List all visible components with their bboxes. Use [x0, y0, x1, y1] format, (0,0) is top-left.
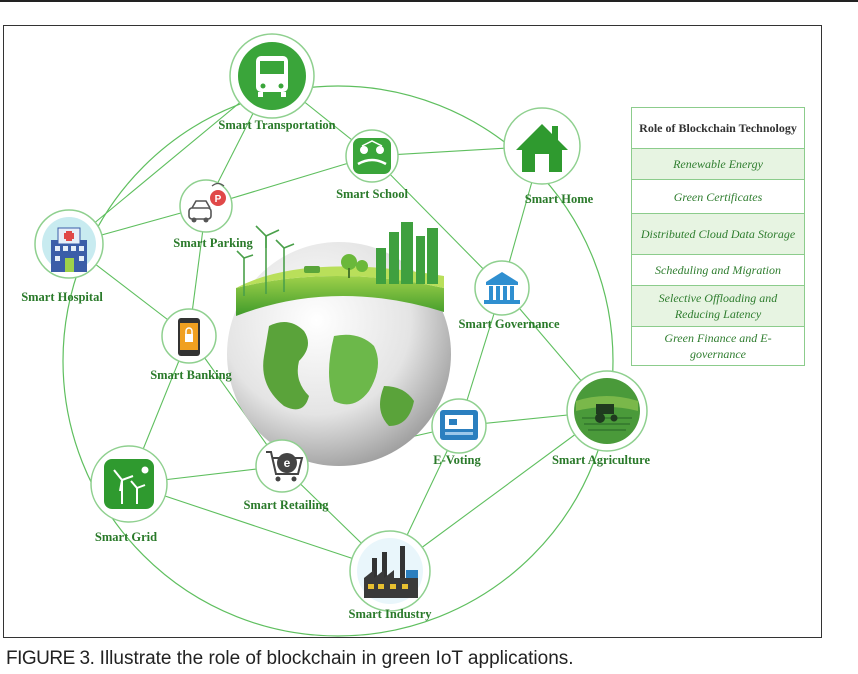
mobile-banking-icon — [161, 308, 217, 364]
role-of-blockchain-table: Role of Blockchain Technology Renewable … — [631, 107, 805, 366]
table-row: Selective Offloading and Reducing Latenc… — [632, 285, 804, 326]
label-smart-industry: Smart Industry — [348, 607, 432, 621]
label-smart-retailing: Smart Retailing — [243, 498, 329, 512]
svg-text:e: e — [284, 456, 291, 470]
label-smart-banking: Smart Banking — [150, 368, 232, 382]
government-building-icon — [474, 260, 530, 316]
figure-frame: P — [3, 25, 822, 638]
caption-text: Illustrate the role of blockchain in gre… — [94, 648, 574, 669]
tractor-icon — [566, 370, 648, 452]
label-smart-hospital: Smart Hospital — [21, 290, 103, 304]
top-rule — [0, 0, 858, 2]
iot-network-diagram: P — [34, 33, 648, 637]
label-smart-agriculture: Smart Agriculture — [551, 453, 651, 467]
hospital-icon — [34, 209, 104, 279]
table-row: Green Finance and E-governance — [632, 326, 804, 365]
label-smart-home: Smart Home — [524, 192, 594, 206]
label-smart-governance: Smart Governance — [458, 317, 560, 331]
shopping-cart-icon: e — [255, 439, 309, 493]
label-smart-transportation: Smart Transportation — [218, 118, 336, 132]
school-icon — [345, 129, 399, 183]
outer-ring — [62, 85, 614, 637]
figure-number: FIGURE 3. — [6, 648, 95, 669]
label-smart-school: Smart School — [336, 187, 408, 201]
house-icon — [503, 107, 581, 185]
table-row: Distributed Cloud Data Storage — [632, 213, 804, 254]
bus-icon — [229, 33, 315, 119]
table-row: Green Certificates — [632, 179, 804, 213]
label-smart-grid: Smart Grid — [94, 530, 158, 544]
svg-text:P: P — [215, 194, 222, 205]
factory-icon — [349, 530, 431, 612]
parking-icon: P — [179, 179, 233, 233]
table-header: Role of Blockchain Technology — [639, 121, 797, 135]
voting-machine-icon — [431, 398, 487, 454]
label-smart-parking: Smart Parking — [173, 236, 253, 250]
label-e-voting: E-Voting — [433, 453, 481, 467]
figure-caption: FIGURE 3. Illustrate the role of blockch… — [6, 648, 574, 670]
green-globe-icon — [227, 222, 451, 466]
table-row: Scheduling and Migration — [632, 254, 804, 285]
table-row: Renewable Energy — [632, 148, 804, 179]
wind-turbine-icon — [90, 445, 168, 523]
